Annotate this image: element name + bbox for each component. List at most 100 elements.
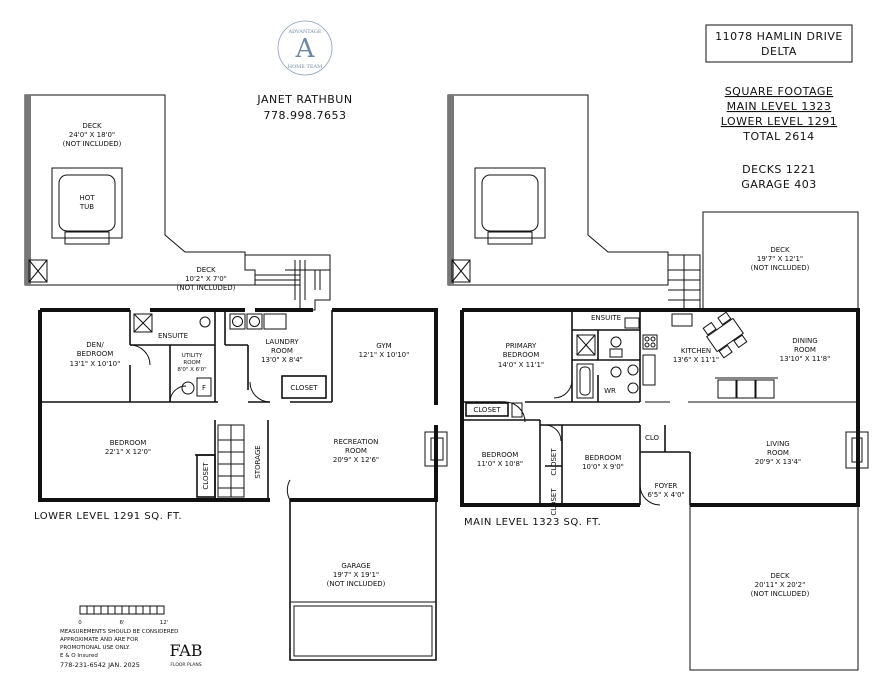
lower-bedroom-dims: 22'1" X 12'0" [105, 448, 151, 456]
den-line2: BEDROOM [77, 350, 114, 358]
utility-f: F [202, 384, 206, 392]
foyer-dims: 6'5" X 4'0" [647, 491, 684, 499]
scale-bar: 0 6' 12' [78, 605, 169, 626]
footage-summary: SQUARE FOOTAGE MAIN LEVEL 1323 LOWER LEV… [721, 85, 838, 191]
deck-bottom-dims: 20'11" X 20'2" [755, 581, 806, 589]
main-ensuite: ENSUITE [591, 314, 621, 322]
bedroom2-dims: 10'0" X 9'0" [582, 463, 624, 471]
primary-line2: BEDROOM [503, 351, 540, 359]
recreation-line2: ROOM [345, 447, 367, 455]
address-line2: DELTA [761, 45, 797, 58]
lower-ensuite: ENSUITE [158, 332, 188, 340]
lower-level-plan [24, 94, 448, 661]
laundry-line2: ROOM [271, 347, 293, 355]
foyer-name: FOYER [655, 482, 678, 490]
fab-brand-sub: FLOOR PLANS [170, 662, 201, 668]
deck-top-dims: 19'7" X 12'1" [757, 255, 803, 263]
lower-storage: STORAGE [254, 445, 262, 478]
deck-top-name: DECK [770, 246, 790, 254]
main-level-plan [447, 94, 869, 671]
footage-main: MAIN LEVEL 1323 [727, 100, 832, 113]
deck-rail [25, 95, 31, 285]
laundry-closet-label: CLOSET [290, 384, 318, 392]
hot-tub-line1: HOT [79, 194, 95, 202]
disclaimer-2: APPROXIMATE AND ARE FOR [60, 637, 138, 643]
utility-dims: 8'0" X 6'0" [177, 367, 206, 373]
bedroom1-dims: 11'0" X 10'8" [477, 460, 523, 468]
advantage-logo: A ADVANTAGE HOME TEAM [277, 20, 333, 76]
bedroom1-name: BEDROOM [482, 451, 519, 459]
gym-dims: 12'1" X 10'10" [359, 351, 410, 359]
lower-closet-v: CLOSET [202, 462, 210, 490]
living-name: LIVING [766, 440, 789, 448]
footage-heading: SQUARE FOOTAGE [725, 85, 834, 98]
bedroom2-name: BEDROOM [585, 454, 622, 462]
logo-letter: A [295, 34, 316, 64]
deck-small-name: DECK [196, 266, 216, 274]
address-box: 11078 HAMLIN DRIVE DELTA [705, 24, 853, 63]
main-hot-tub [474, 167, 546, 239]
recreation-dims: 20'9" X 12'6" [333, 456, 379, 464]
footage-lower: LOWER LEVEL 1291 [721, 115, 838, 128]
primary-dims: 14'0" X 11'1" [498, 361, 544, 369]
scale-12: 12' [160, 620, 169, 626]
garage-door [289, 601, 437, 661]
deck-big-name: DECK [82, 122, 102, 130]
dining-dims: 13'10" X 11'8" [780, 355, 831, 363]
living-line2: ROOM [767, 449, 789, 457]
agent-name: JANET RATHBUN [256, 93, 352, 106]
disclaimer-3: PROMOTIONAL USE ONLY. [60, 645, 130, 651]
lower-level-caption: LOWER LEVEL 1291 SQ. FT. [34, 511, 182, 522]
recreation-name: RECREATION [334, 438, 379, 446]
hot-tub [51, 167, 123, 239]
footage-garage: GARAGE 403 [741, 178, 817, 191]
main-closet-v1: CLOSET [550, 448, 558, 476]
deck-small-dims: 10'2" X 7'0" [185, 275, 227, 283]
garage-note: (NOT INCLUDED) [327, 580, 386, 588]
garage-dims: 19'7" X 19'1" [333, 571, 379, 579]
deck-top-note: (NOT INCLUDED) [751, 264, 810, 272]
garage-name: GARAGE [341, 562, 370, 570]
main-closet-v2: CLOSET [550, 488, 558, 516]
logo-bottom-text: HOME TEAM [288, 64, 323, 70]
agent-phone: 778.998.7653 [264, 109, 347, 122]
laundry-name: LAUNDRY [265, 338, 299, 346]
scale-6: 6' [119, 620, 124, 626]
living-dims: 20'9" X 13'4" [755, 458, 801, 466]
footage-decks: DECKS 1221 [742, 163, 816, 176]
utility-line1: UTILITY [182, 353, 203, 359]
den-dims: 13'1" X 10'10" [70, 360, 121, 368]
main-level-labels: DECK 19'7" X 12'1" (NOT INCLUDED) PRIMAR… [473, 246, 830, 598]
main-clo: CLO [645, 434, 660, 442]
den-line1: DEN/ [86, 341, 104, 349]
primary-line1: PRIMARY [506, 342, 537, 350]
main-level-caption: MAIN LEVEL 1323 SQ. FT. [464, 517, 601, 528]
laundry-dims: 13'0" X 8'4" [261, 356, 303, 364]
kitchen-dims: 13'6" X 11'1" [673, 356, 719, 364]
main-closet-h: CLOSET [473, 406, 501, 414]
disclaimer-1: MEASUREMENTS SHOULD BE CONSIDERED [60, 629, 178, 635]
address-line1: 11078 HAMLIN DRIVE [715, 30, 843, 43]
deck-bottom-name: DECK [770, 572, 790, 580]
deck-big-note: (NOT INCLUDED) [63, 140, 122, 148]
dining-name: DINING [792, 337, 817, 345]
deck-bottom-note: (NOT INCLUDED) [751, 590, 810, 598]
laundry-closet [281, 375, 327, 399]
fab-brand: FAB [169, 641, 202, 660]
utility-line2: ROOM [183, 360, 200, 366]
main-wr: WR [604, 387, 616, 395]
deck-small-note: (NOT INCLUDED) [177, 284, 236, 292]
kitchen-name: KITCHEN [681, 347, 711, 355]
logo-top-text: ADVANTAGE [287, 29, 321, 35]
scale-0: 0 [78, 620, 82, 626]
disclaimer: MEASUREMENTS SHOULD BE CONSIDERED APPROX… [60, 629, 178, 669]
contact-date: 778-231-6542 JAN. 2025 [60, 661, 140, 669]
insured-note: E & O Insured [60, 653, 98, 659]
hot-tub-line2: TUB [79, 203, 94, 211]
lower-bedroom-name: BEDROOM [110, 439, 147, 447]
lower-level-labels: DECK 24'0" X 18'0" (NOT INCLUDED) HOT TU… [63, 122, 410, 588]
fab-logo: FAB FLOOR PLANS [169, 641, 202, 668]
dining-table [702, 311, 748, 359]
footage-total: TOTAL 2614 [742, 130, 814, 143]
